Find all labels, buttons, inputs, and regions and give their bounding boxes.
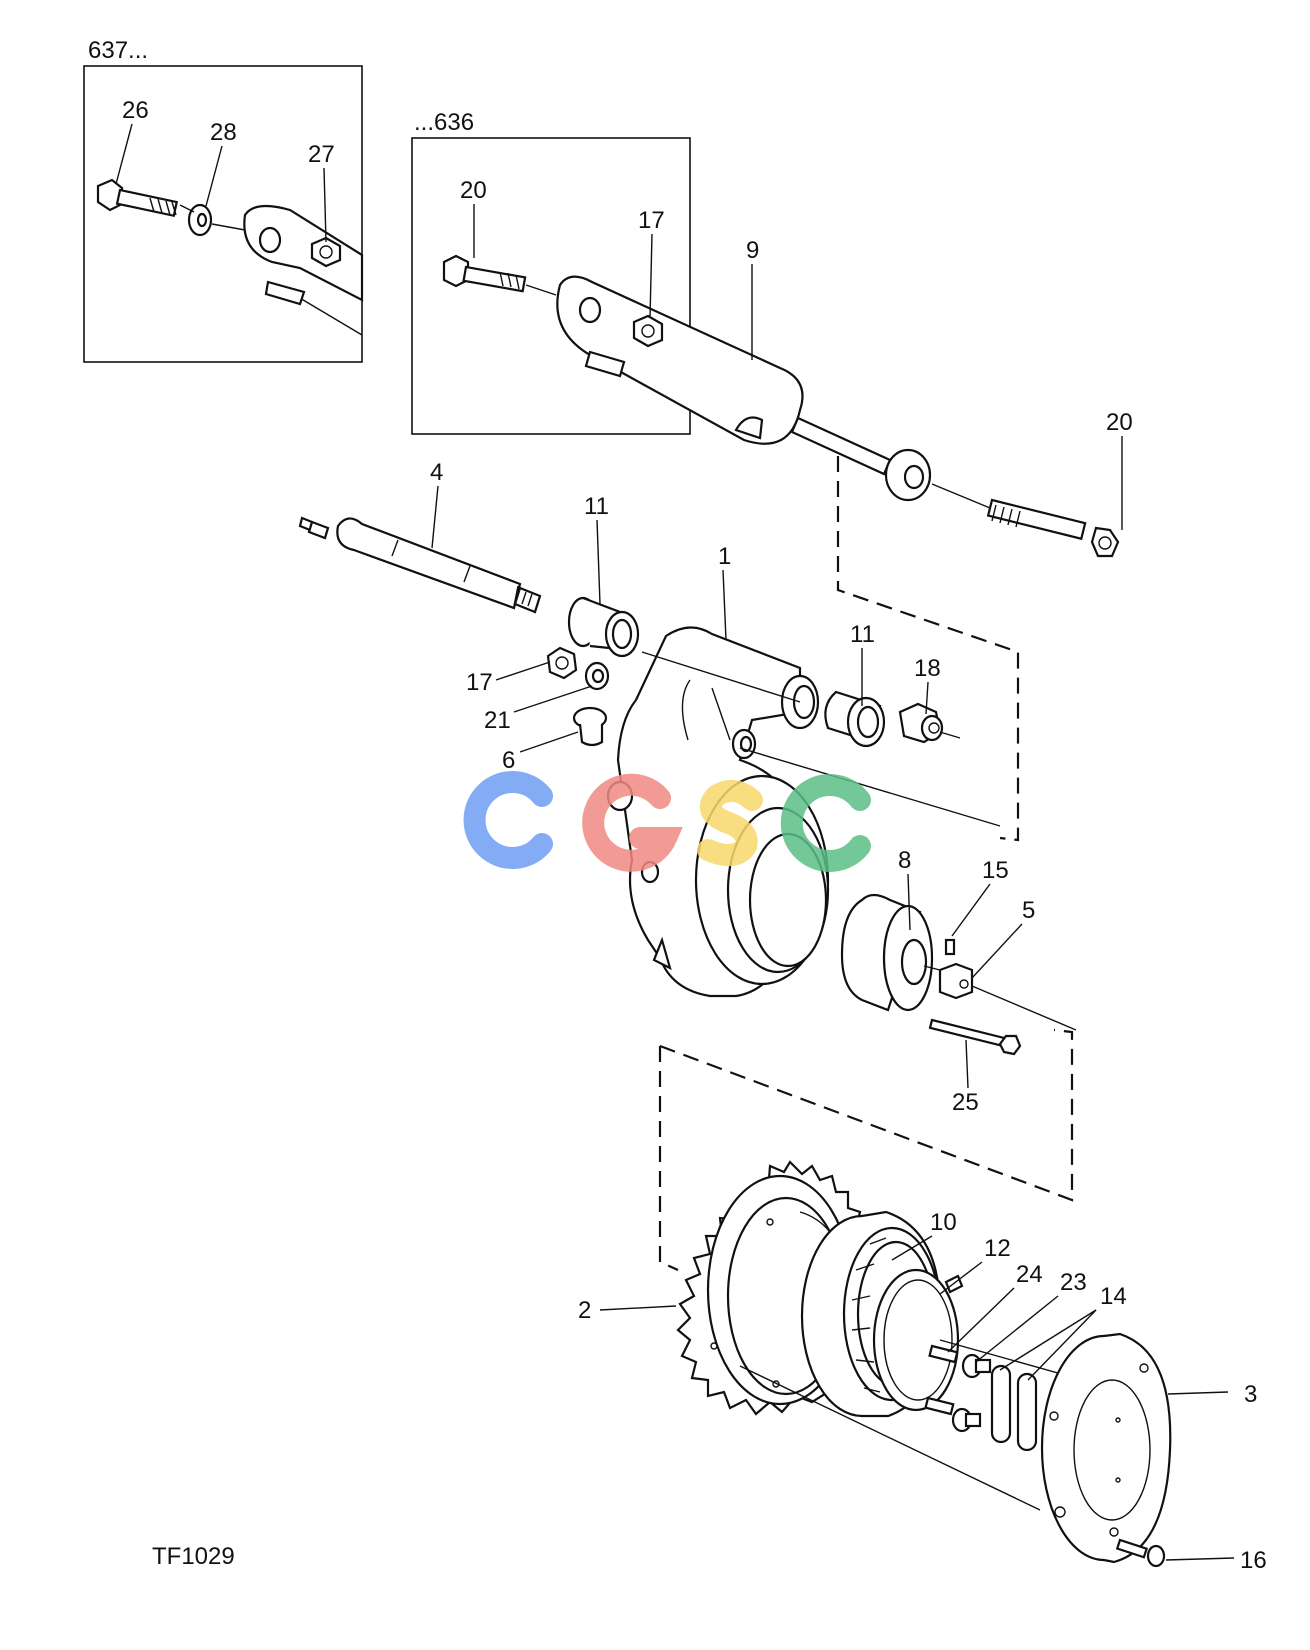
callout-26: 26 [122, 97, 149, 124]
bolt-20-upper [442, 254, 527, 293]
leader-lines [115, 123, 1235, 1561]
cylinder-rod-end-early [243, 204, 364, 336]
circlip-12 [872, 1268, 964, 1412]
nut-23 [951, 1353, 992, 1433]
callout-25: 25 [952, 1089, 979, 1116]
bush-11-right [824, 690, 886, 748]
nut-17-lower [546, 646, 578, 680]
block-5 [938, 962, 974, 1000]
nut-17-upper [632, 314, 664, 348]
callout-23: 23 [1060, 1269, 1087, 1296]
callout-11-right: 11 [850, 621, 875, 648]
screw-16 [1115, 1538, 1166, 1568]
callout-12: 12 [984, 1235, 1011, 1262]
callout-18: 18 [914, 655, 941, 682]
inset-box-late [411, 137, 691, 435]
inset-box-early [83, 65, 363, 363]
callout-1: 1 [718, 543, 731, 570]
dashed-link-cylinder [836, 456, 1020, 842]
plug-6 [572, 706, 608, 747]
callout-14: 14 [1100, 1283, 1127, 1310]
motor-8 [840, 893, 941, 1012]
callout-6: 6 [502, 747, 515, 774]
watermark-logo [463, 771, 871, 872]
grease-nipple [298, 516, 330, 540]
callout-5: 5 [1022, 897, 1035, 924]
callout-15: 15 [982, 857, 1009, 884]
group-label-early: 637... [88, 37, 148, 64]
callout-27: 27 [308, 141, 335, 168]
key-15 [944, 938, 956, 956]
callout-11-left: 11 [584, 493, 609, 520]
callout-2: 2 [578, 1297, 591, 1324]
bolt-26 [96, 178, 179, 218]
bush-11-left [567, 596, 640, 658]
callout-17-upper: 17 [638, 207, 665, 234]
washer-21 [584, 661, 610, 691]
pivot-pin-4 [336, 517, 542, 614]
callout-4: 4 [430, 459, 443, 486]
washer-28 [187, 203, 213, 237]
hydraulic-cylinder-9 [556, 275, 932, 502]
dashed-link-sprocket [658, 1046, 679, 1272]
end-cover-3 [1040, 1332, 1172, 1564]
callout-9: 9 [746, 237, 759, 264]
figure-id: TF1029 [152, 1543, 235, 1570]
callout-10: 10 [930, 1209, 957, 1236]
callout-20-upper: 20 [460, 177, 487, 204]
dashed-link-motor [659, 1028, 1074, 1202]
callout-16: 16 [1240, 1547, 1267, 1574]
callout-21: 21 [484, 707, 511, 734]
callout-24: 24 [1016, 1261, 1043, 1288]
group-label-late: ...636 [414, 109, 474, 136]
callout-17-lower: 17 [466, 669, 493, 696]
nut-18 [898, 702, 944, 744]
stud-24 [924, 1344, 959, 1416]
callout-20-lower: 20 [1106, 409, 1133, 436]
seal-14 [990, 1364, 1038, 1452]
callout-8: 8 [898, 847, 911, 874]
callout-28: 28 [210, 119, 237, 146]
bolt-20-lower [986, 498, 1120, 558]
callout-3: 3 [1244, 1381, 1257, 1408]
bolt-25 [928, 1018, 1022, 1056]
